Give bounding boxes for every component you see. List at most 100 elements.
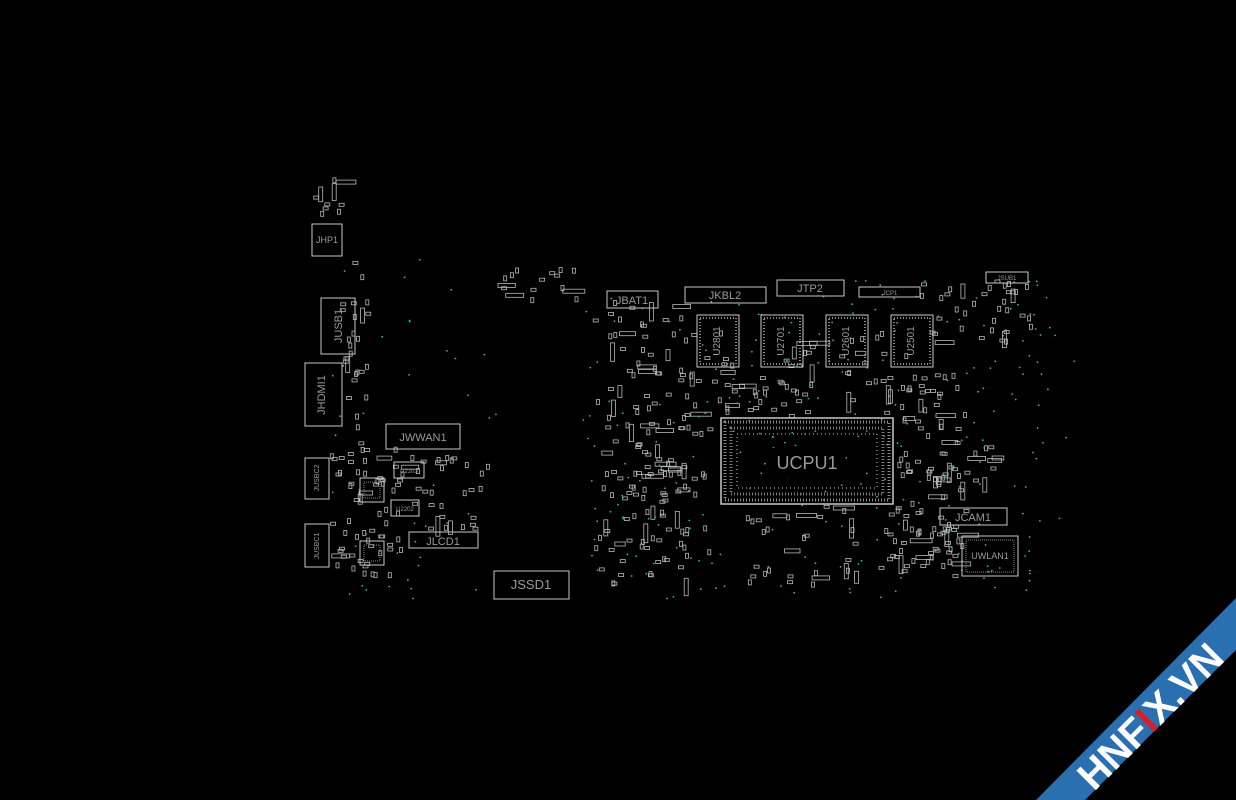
small-component <box>849 518 854 539</box>
component-u2203[interactable]: U2203 <box>393 461 425 479</box>
small-component <box>611 581 618 586</box>
small-component <box>719 330 723 337</box>
small-component <box>384 520 389 527</box>
component-jkbl2[interactable]: JKBL2 <box>684 286 767 304</box>
small-component <box>693 491 698 498</box>
small-component <box>365 311 372 316</box>
via-dot <box>957 552 960 555</box>
small-component <box>680 528 685 535</box>
small-component <box>1025 283 1029 290</box>
small-component <box>356 335 361 342</box>
small-component <box>395 482 402 487</box>
small-component <box>605 425 612 430</box>
small-component <box>641 494 646 501</box>
small-component <box>631 372 636 379</box>
component-jtp2[interactable]: JTP2 <box>776 279 845 297</box>
small-component <box>926 474 931 481</box>
component-jsub1[interactable]: JSUB1 <box>985 271 1029 284</box>
small-component <box>928 551 934 555</box>
component-u2601[interactable]: U2601 <box>825 314 869 368</box>
component-uwlan1[interactable]: UWLAN1 <box>961 535 1019 577</box>
small-component <box>955 384 960 391</box>
via-dot <box>419 556 422 559</box>
small-component <box>689 373 694 380</box>
via-dot <box>388 585 391 588</box>
small-component <box>439 503 444 509</box>
small-component <box>642 334 649 339</box>
small-component <box>937 391 943 396</box>
small-component <box>903 519 908 531</box>
via-dot <box>635 555 638 558</box>
small-component <box>322 206 329 211</box>
small-component <box>356 469 361 476</box>
small-component <box>338 202 345 207</box>
via-dot <box>946 531 949 534</box>
small-component <box>930 389 936 393</box>
small-component <box>354 371 359 377</box>
small-component <box>393 446 398 453</box>
small-component <box>880 330 884 337</box>
small-component <box>351 565 356 572</box>
watermark-logo: HNFIX.VN <box>1036 598 1236 800</box>
component-jwwan1[interactable]: JWWAN1 <box>385 423 461 450</box>
component-jusb1[interactable]: JUSB1 <box>320 297 356 355</box>
via-dot <box>1028 579 1031 582</box>
small-component <box>330 521 337 526</box>
small-component <box>860 336 865 342</box>
via-dot <box>715 368 717 371</box>
component-jcam1[interactable]: JCAM1 <box>939 507 1008 526</box>
component-u2701[interactable]: U2701 <box>760 314 804 368</box>
qfn-chip[interactable] <box>359 540 385 566</box>
via-dot <box>771 436 774 438</box>
via-dot <box>849 591 852 594</box>
via-dot <box>946 320 949 323</box>
qfn-chip[interactable] <box>359 477 385 503</box>
small-component <box>660 466 682 472</box>
small-component <box>895 507 900 514</box>
small-component <box>412 501 419 506</box>
via-dot <box>710 300 713 303</box>
small-component <box>337 208 341 215</box>
small-component <box>678 565 684 570</box>
component-jusbc2[interactable]: JUSBC2 <box>304 457 330 500</box>
small-component <box>603 519 609 537</box>
small-component <box>329 453 334 460</box>
small-component <box>842 508 847 515</box>
component-jssd1[interactable]: JSSD1 <box>493 570 570 600</box>
via-dot <box>902 498 905 501</box>
via-dot <box>627 476 630 479</box>
small-component <box>435 516 441 537</box>
small-component <box>619 331 636 337</box>
component-jusbc1[interactable]: JUSBC1 <box>304 523 330 568</box>
via-layer <box>331 258 1076 600</box>
component-jhp1[interactable]: JHP1 <box>311 223 343 257</box>
small-component <box>686 424 691 431</box>
small-component <box>984 445 988 452</box>
component-u2801[interactable]: U2801 <box>696 314 740 368</box>
component-u2501[interactable]: U2501 <box>890 314 934 368</box>
component-jhdmi1[interactable]: JHDMI1 <box>304 362 343 427</box>
small-component <box>854 570 859 584</box>
small-component <box>925 388 931 393</box>
via-dot <box>790 321 793 324</box>
component-jlcd1[interactable]: JLCD1 <box>408 531 479 549</box>
small-component <box>982 477 988 493</box>
component-jcp1[interactable]: JCP1 <box>858 286 921 298</box>
component-jbat1[interactable]: JBAT1 <box>606 290 659 309</box>
small-component <box>999 338 1006 343</box>
component-ucpu1[interactable]: UCPU1 <box>720 417 894 505</box>
via-dot <box>807 397 810 400</box>
small-component <box>376 455 393 461</box>
via-dot <box>1025 589 1028 592</box>
small-component <box>767 567 771 574</box>
component-label: JBAT1 <box>616 295 648 307</box>
via-dot <box>408 374 410 376</box>
small-component <box>428 526 435 531</box>
via-dot <box>879 596 882 599</box>
small-component <box>648 571 653 577</box>
small-component <box>887 557 893 562</box>
via-dot <box>621 494 623 497</box>
small-component <box>954 441 961 445</box>
component-u2202[interactable]: U2202 <box>390 499 420 517</box>
